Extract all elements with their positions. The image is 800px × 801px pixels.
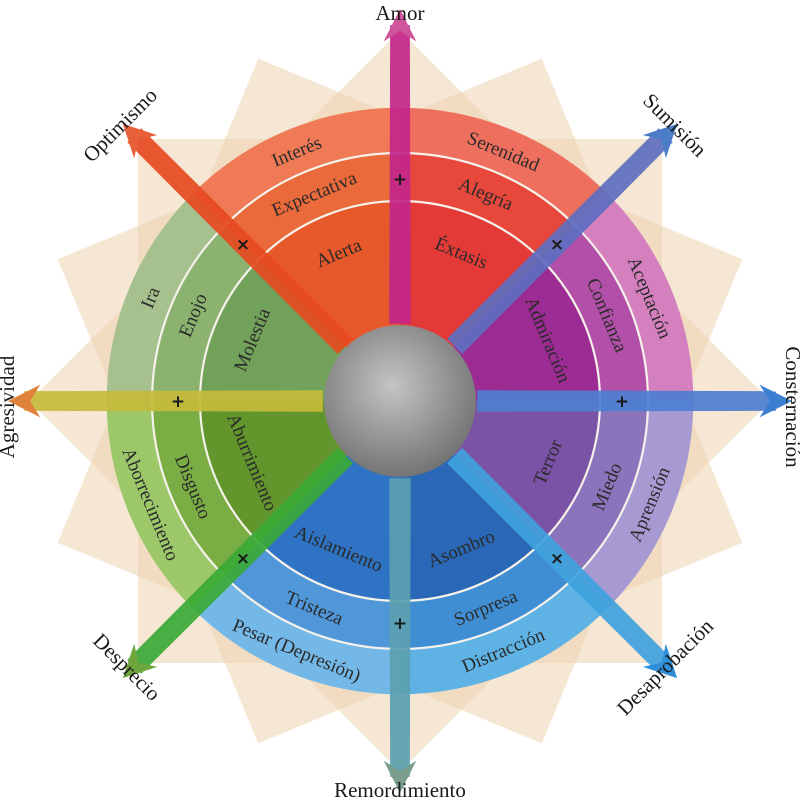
- arrow-head-desaprobacion: [642, 643, 678, 679]
- marker-desprecio: ×: [236, 549, 250, 569]
- arrow-head-consternacion: [759, 384, 792, 418]
- marker-desaprobacion: ×: [550, 549, 564, 569]
- dyad-label-consternacion: Consternación: [781, 346, 800, 468]
- dyad-arrows: + × + × + × + ×: [8, 9, 792, 793]
- arrow-desaprobacion: [447, 448, 673, 674]
- arrow-head-optimismo: [122, 123, 158, 159]
- arrow-head-desprecio: [122, 643, 158, 679]
- arrow-optimismo: [127, 128, 353, 354]
- marker-amor: +: [393, 170, 407, 190]
- arrow-amor: [389, 25, 411, 324]
- arrow-head-remordimiento: [383, 760, 417, 793]
- dyad-label-remordimiento: Remordimiento: [334, 778, 466, 801]
- arrow-agresividad: [24, 390, 323, 412]
- emotion-petals: [106, 107, 694, 695]
- marker-remordimiento: +: [393, 614, 407, 634]
- arrow-desprecio: [127, 448, 353, 674]
- marker-agresividad: +: [171, 392, 185, 412]
- dyad-label-agresividad: Agresividad: [0, 355, 19, 458]
- arrow-sumision: [447, 128, 673, 354]
- center-hub: [324, 325, 476, 477]
- arrow-head-sumision: [642, 123, 678, 159]
- arrow-consternacion: [477, 390, 776, 412]
- arrow-head-agresividad: [8, 384, 41, 418]
- marker-optimismo: ×: [236, 235, 250, 255]
- marker-consternacion: +: [615, 392, 629, 412]
- arrow-head-amor: [383, 9, 417, 42]
- marker-sumision: ×: [550, 235, 564, 255]
- arrow-remordimiento: [389, 478, 411, 777]
- dyad-label-amor: Amor: [376, 1, 425, 25]
